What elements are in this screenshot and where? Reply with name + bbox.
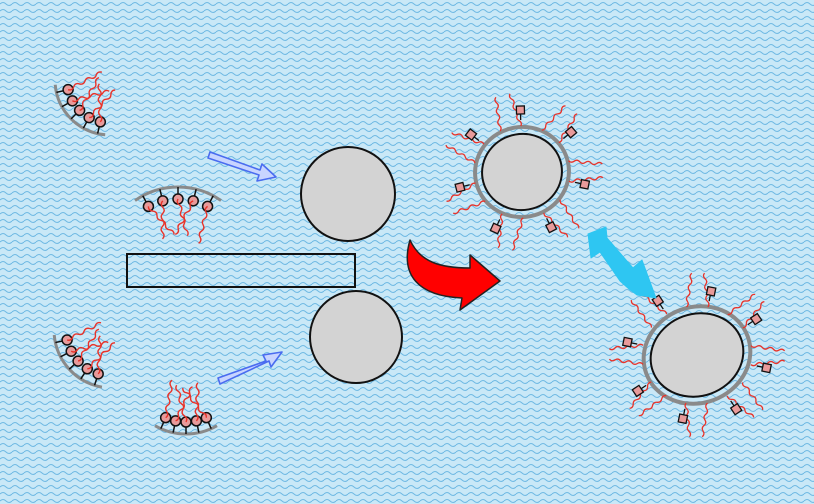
micelle-fragments	[52, 71, 222, 436]
polymer-chain	[702, 272, 710, 308]
micelle-fragment	[154, 379, 218, 436]
polymer-chain	[568, 159, 603, 166]
surfactant-head	[72, 355, 84, 367]
surfactant-head	[564, 125, 578, 139]
polymer-chain	[175, 384, 188, 423]
micelle-fragment	[53, 71, 116, 137]
particle-core	[481, 132, 563, 212]
surfactant-head	[92, 368, 104, 380]
adsorbed-layer	[473, 124, 571, 220]
surfactant-head	[81, 363, 94, 375]
surfactant-head	[515, 105, 526, 115]
surfactant-head	[464, 128, 478, 142]
micelle-shell	[154, 424, 218, 436]
surfactant-head	[579, 178, 591, 190]
coated-particles	[445, 93, 786, 438]
surfactant-head	[761, 362, 773, 374]
polymer-chain	[198, 205, 209, 244]
polymer-chain	[174, 200, 194, 235]
polymer-chain	[543, 212, 569, 238]
polymer-chain	[89, 89, 116, 119]
bare-particle-top	[300, 146, 396, 242]
surfactant-head	[489, 222, 502, 235]
polymer-chain	[66, 321, 102, 341]
polymer-chain	[568, 176, 604, 183]
polymer-chain	[558, 113, 578, 144]
polymer-chain	[452, 200, 486, 215]
polymer-chain	[508, 93, 522, 127]
adsorption-arrow-bottom	[217, 351, 283, 385]
polymer-chain	[608, 358, 644, 366]
polymer-chain	[67, 71, 103, 91]
polymer-chain	[175, 386, 193, 422]
polymer-chain	[727, 293, 756, 316]
polymer-chain	[165, 379, 173, 419]
polymer-chain	[176, 198, 189, 237]
coated-particle-bottom	[608, 272, 786, 438]
surfactant-head	[142, 200, 155, 213]
flat-substrate	[126, 253, 356, 288]
polymer-chain	[160, 200, 165, 240]
polymer-chain	[742, 300, 765, 329]
surfactant-head	[631, 384, 645, 398]
adsorption-arrow-top	[207, 151, 277, 182]
surfactant-head	[62, 83, 74, 96]
polymer-chain	[684, 402, 692, 438]
polymer-chain	[72, 89, 110, 103]
surfactant-head	[544, 220, 558, 234]
polymer-chain	[511, 217, 524, 251]
polymer-chain	[750, 344, 786, 352]
polymer-chain	[494, 96, 502, 132]
polymer-chain	[446, 182, 476, 202]
polymer-chain	[559, 199, 580, 229]
surfactant-head	[705, 285, 717, 297]
polymer-chain	[726, 395, 755, 418]
polymer-chain	[629, 381, 652, 410]
polymer-chain	[451, 132, 485, 145]
surfactant-head	[61, 334, 73, 346]
polymer-chain	[445, 144, 476, 164]
bare-particle-bottom	[309, 290, 403, 384]
interaction-arrow	[587, 226, 657, 299]
micelle-shell	[52, 334, 103, 389]
surfactant-head	[677, 413, 689, 425]
polymer-chain	[541, 105, 566, 131]
polymer-chain	[96, 335, 102, 375]
polymer-chain	[70, 341, 109, 353]
surfactant-head	[454, 181, 466, 193]
polymer-chain	[194, 382, 200, 422]
surfactant-head	[621, 336, 633, 348]
polymer-chain	[77, 328, 100, 362]
polymer-chain	[741, 382, 764, 410]
surfactant-head	[190, 415, 203, 427]
surfactant-head	[749, 312, 763, 326]
micelle-fragment	[52, 321, 116, 389]
polymer-chain	[630, 300, 653, 328]
polymer-chain	[638, 394, 667, 417]
polymer-chain	[147, 206, 175, 235]
micelle-fragment	[134, 185, 222, 244]
particle-core	[649, 312, 745, 398]
polymer-chain	[97, 83, 103, 123]
polymer-chain	[701, 402, 709, 438]
polymer-chain	[497, 213, 504, 249]
coated-particle-top	[445, 93, 604, 251]
polymer-chain	[87, 342, 116, 370]
polymer-chain	[750, 359, 786, 367]
process-arrow	[406, 239, 501, 311]
surfactant-head	[159, 411, 172, 424]
polymer-chain	[608, 343, 644, 351]
adsorbed-layer	[641, 304, 753, 406]
surfactant-head	[83, 111, 95, 124]
surfactant-head	[729, 402, 743, 416]
polymer-chain	[79, 77, 100, 112]
polymer-chain	[182, 387, 208, 418]
polymer-chain	[685, 272, 693, 308]
